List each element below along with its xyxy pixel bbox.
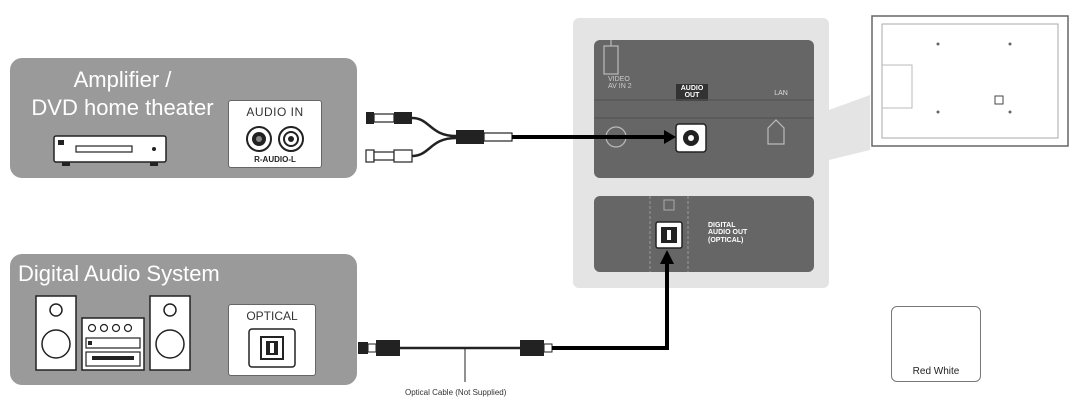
tv-digital-audio-out-label: DIGITAL AUDIO OUT (OPTICAL) <box>708 222 758 244</box>
tv-optical-section <box>594 196 814 272</box>
tv-audio-out-label-line2: OUT <box>684 92 700 100</box>
audio-in-sublabel: R-AUDIO-L <box>254 155 296 164</box>
stereo-system-icon <box>35 295 191 371</box>
audio-in-port-box: AUDIO IN R-AUDIO-L <box>228 100 322 168</box>
tv-optical-port-icon <box>649 196 689 272</box>
dvd-player-icon <box>53 135 167 166</box>
tv-digital-label-line1: DIGITAL <box>708 222 736 229</box>
tv-video-label: VIDEO AV IN 2 <box>608 76 668 91</box>
tv-av-label-text: AV IN 2 <box>608 83 632 91</box>
tv-digital-label-line3: (OPTICAL) <box>708 236 744 244</box>
amplifier-title-line1: Amplifier / <box>73 67 172 92</box>
rca-audio-cable <box>365 112 676 163</box>
tv-video-label-text: VIDEO <box>608 76 630 83</box>
legend-text: Red White <box>912 366 960 377</box>
amplifier-title-line2: DVD home theater <box>31 94 214 120</box>
optical-cable-caption: Optical Cable (Not Supplied) <box>405 388 507 397</box>
tv-digital-label-line2: AUDIO OUT <box>708 229 748 237</box>
optical-port-box: OPTICAL <box>228 304 316 376</box>
tv-audio-out-label-line1: AUDIO <box>680 85 704 92</box>
optical-cable <box>358 250 674 382</box>
tv-lan-label: LAN <box>774 90 788 97</box>
digital-audio-system-title: Digital Audio System <box>18 261 220 286</box>
rca-jacks-icon <box>246 126 304 152</box>
amplifier-panel: Amplifier / DVD home theater AUDIO IN R-… <box>10 58 357 178</box>
cable-color-legend: Red White <box>891 306 981 382</box>
digital-audio-system-panel: Digital Audio System OPTICAL <box>10 254 357 385</box>
tv-audio-out-jack <box>675 123 707 153</box>
tv-audio-out-section <box>594 40 814 178</box>
amplifier-title: Amplifier / DVD home theater <box>10 66 235 121</box>
optical-port-icon <box>248 328 296 368</box>
audio-in-label: AUDIO IN <box>246 105 304 119</box>
optical-label: OPTICAL <box>246 309 298 323</box>
tv-audio-out-label: AUDIO OUT <box>676 84 708 101</box>
tv-back-outline-icon <box>829 15 1069 160</box>
